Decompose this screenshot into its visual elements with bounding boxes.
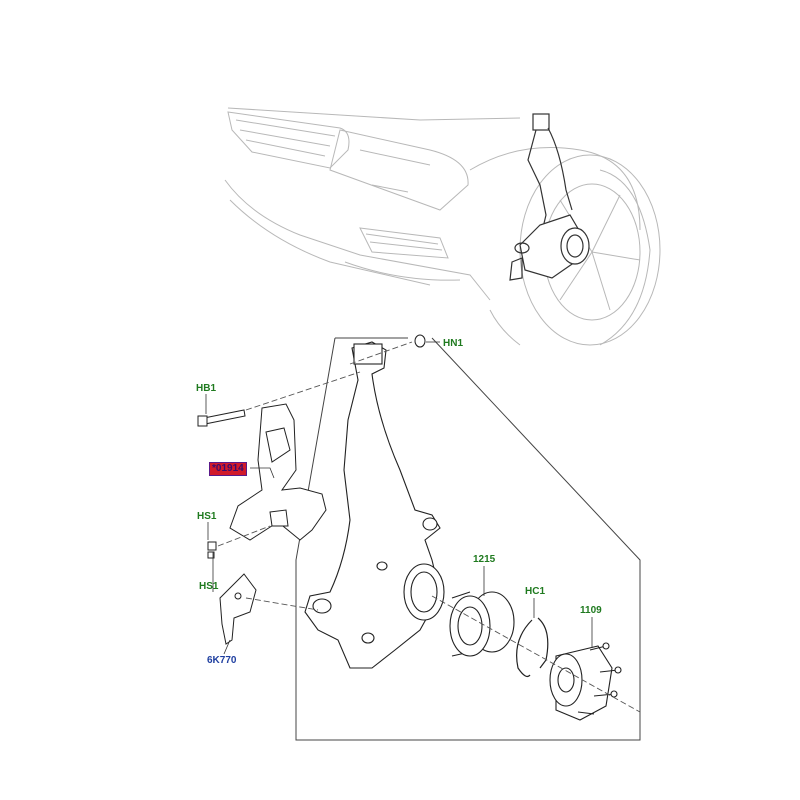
callout-1215[interactable]: 1215 — [473, 554, 496, 565]
callout-hn1[interactable]: HN1 — [443, 338, 464, 349]
callout-hc1[interactable]: HC1 — [525, 586, 546, 597]
leader-lines — [205, 341, 593, 655]
callout-hs1-lower[interactable]: HS1 — [199, 581, 219, 592]
alignment-lines — [217, 341, 641, 713]
wheel-hub — [549, 642, 622, 721]
vehicle-front-context — [224, 107, 661, 346]
callout-6k770[interactable]: 6K770 — [207, 655, 237, 666]
bracket — [219, 573, 257, 645]
brake-shield — [229, 403, 327, 541]
callout-highlighted-part[interactable]: *01914 — [209, 462, 247, 476]
callout-hb1[interactable]: HB1 — [196, 383, 217, 394]
knuckle-on-vehicle — [509, 113, 590, 281]
callout-1109[interactable]: 1109 — [580, 605, 602, 616]
bolts — [197, 334, 426, 559]
circlip — [516, 617, 549, 678]
callout-hs1-upper[interactable]: HS1 — [197, 511, 217, 522]
wheel-bearing — [449, 591, 515, 657]
steering-knuckle — [304, 341, 445, 669]
